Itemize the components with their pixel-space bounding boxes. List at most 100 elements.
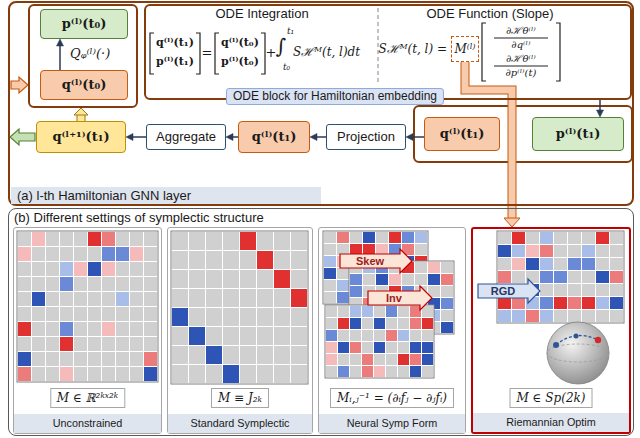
matrix-cell <box>337 268 349 279</box>
matrix-cell <box>610 284 623 296</box>
matrix-cell <box>512 232 525 244</box>
matrix-cell <box>189 308 205 326</box>
matrix-cell <box>60 337 73 351</box>
matrix-cell <box>102 337 115 351</box>
arrow-label: Skew <box>356 254 384 268</box>
matrix-cell <box>32 277 45 291</box>
matrix-cell <box>362 342 373 353</box>
point-marker <box>595 337 601 343</box>
matrix-cell <box>223 270 239 288</box>
block-heading: ODE Integration <box>215 6 308 22</box>
equation-term: Sℋᴹ(t, l) = <box>379 42 447 56</box>
block-caption: ODE block for Hamiltonian embedding <box>226 88 444 105</box>
connector-arrow <box>406 134 424 141</box>
matrix-cell <box>130 292 143 306</box>
matrix-cell <box>554 245 567 257</box>
connector-arrow <box>57 39 64 70</box>
matrix-cell <box>172 327 188 345</box>
fraction-line <box>494 38 548 39</box>
matrix-cell <box>223 289 239 307</box>
fraction-term: ∂ℋθ⁽ˡ⁾ <box>506 53 536 65</box>
matrix-heatmap <box>497 231 624 323</box>
matrix-cell <box>223 251 239 269</box>
setting-panel: M ≡ J₂ₖStandard Symplectic <box>167 227 313 434</box>
matrix-cell <box>18 262 31 276</box>
matrix-cell <box>422 342 433 353</box>
state-label: p⁽ˡ⁾(t₀) <box>62 16 107 32</box>
matrix-cell <box>398 366 409 377</box>
matrix-cell <box>610 297 623 309</box>
section-title: (a) l-th Hamiltonian GNN layer <box>11 187 321 204</box>
matrix-cell <box>582 310 595 322</box>
matrix-cell <box>18 307 31 321</box>
state-box: q⁽ˡ⁾(t₁) <box>238 121 310 153</box>
matrix-cell <box>386 342 397 353</box>
matrix-cell <box>596 258 609 270</box>
matrix-cell <box>498 310 511 322</box>
matrix-cell <box>32 247 45 261</box>
matrix-cell <box>568 232 581 244</box>
matrix-cell <box>102 232 115 246</box>
equation-symbol: + <box>266 45 277 61</box>
block-heading: ODE Function (Slope) <box>426 6 553 22</box>
matrix-cell <box>610 258 623 270</box>
matrix-cell <box>240 251 256 269</box>
matrix-cell <box>324 232 336 243</box>
matrix-cell <box>172 365 188 383</box>
setting-panel: Mᵢ,ⱼ⁻¹ = (∂ᵢfⱼ − ∂ⱼfᵢ)Neural Symp Form <box>318 227 466 434</box>
state-group-box <box>414 106 632 162</box>
matrix-frame <box>325 305 434 378</box>
arrow-head <box>406 134 413 141</box>
formula-box: Mᵢ,ⱼ⁻¹ = (∂ᵢfⱼ − ∂ⱼfᵢ) <box>330 388 454 408</box>
matrix-cell <box>189 346 205 364</box>
matrix-cell <box>326 342 337 353</box>
matrix-cell <box>374 366 385 377</box>
matrix-cell <box>582 258 595 270</box>
matrix-cell <box>172 232 188 250</box>
matrix-cell <box>498 232 511 244</box>
matrix-cell <box>144 292 157 306</box>
arrow-head <box>597 110 604 117</box>
matrix-cell <box>18 367 31 381</box>
matrix-cell <box>46 247 59 261</box>
matrix-cell <box>338 366 349 377</box>
inverse-arrow <box>368 286 432 310</box>
manifold-sphere <box>547 322 609 384</box>
matrix-cell <box>428 274 440 285</box>
equation-term: p⁽ˡ⁾(t₁) <box>156 55 194 68</box>
matrix-cell <box>144 247 157 261</box>
matrix-cell <box>422 330 433 341</box>
matrix-cell <box>223 365 239 383</box>
arrow-head <box>57 39 64 46</box>
skew-arrow <box>340 249 412 273</box>
matrix-cell <box>422 318 433 329</box>
matrix-cell <box>116 292 129 306</box>
matrix-cell <box>274 365 290 383</box>
matrix-heatmap <box>17 231 158 382</box>
matrix-cell <box>32 367 45 381</box>
matrix-cell <box>130 352 143 366</box>
matrix-cell <box>223 346 239 364</box>
matrix-cell <box>18 322 31 336</box>
init-box: Qᵩ⁽ˡ⁾(·)p⁽ˡ⁾(t₀)q⁽ˡ⁾(t₀) <box>28 4 138 108</box>
matrix-cell <box>337 232 349 243</box>
matrix-cell <box>88 277 101 291</box>
matrix-cell <box>554 284 567 296</box>
matrix-cell <box>257 270 273 288</box>
matrix-cell <box>32 337 45 351</box>
fraction-term: ∂q⁽ˡ⁾ <box>512 39 531 51</box>
vector-bracket <box>150 33 154 74</box>
matrix-cell <box>291 365 307 383</box>
matrix-cell <box>189 251 205 269</box>
matrix-cell <box>410 330 421 341</box>
matrix-cell <box>130 322 143 336</box>
matrix-cell <box>116 367 129 381</box>
matrix-cell <box>326 330 337 341</box>
rgd-arrow <box>478 279 540 303</box>
matrix-cell <box>88 352 101 366</box>
divider-line <box>377 8 378 84</box>
matrix-cell <box>610 232 623 244</box>
matrix-cell <box>116 322 129 336</box>
matrix-cell <box>326 306 337 317</box>
matrix-cell <box>206 251 222 269</box>
